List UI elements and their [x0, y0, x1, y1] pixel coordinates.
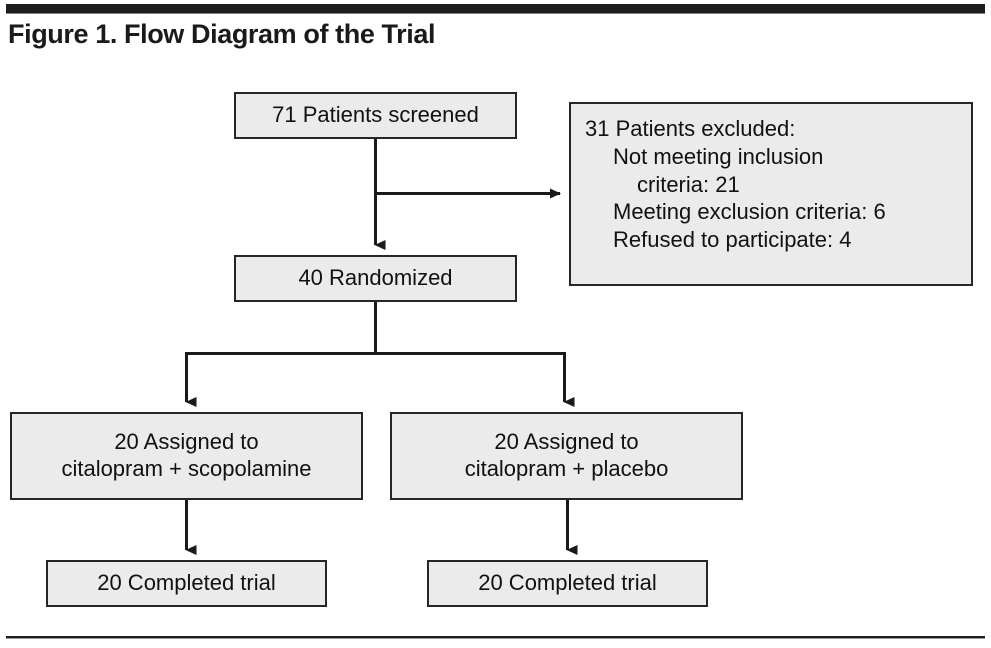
node-randomized: 40 Randomized [234, 255, 517, 302]
completed-right-label: 20 Completed trial [478, 570, 657, 596]
node-assigned-placebo: 20 Assigned to citalopram + placebo [390, 412, 743, 500]
excluded-reason-1-line-2: criteria: 21 [637, 171, 740, 197]
node-completed-trial-left: 20 Completed trial [46, 560, 327, 607]
node-patients-screened: 71 Patients screened [234, 92, 517, 139]
top-rule [6, 4, 985, 14]
completed-left-label: 20 Completed trial [97, 570, 276, 596]
node-screened-label: 71 Patients screened [272, 102, 479, 128]
excluded-reason-2: Meeting exclusion criteria: 6 [613, 199, 886, 225]
assigned-left-line-2: citalopram + scopolamine [61, 456, 312, 481]
excluded-reason-3: Refused to participate: 4 [613, 227, 852, 253]
node-randomized-label: 40 Randomized [298, 265, 453, 291]
node-completed-trial-right: 20 Completed trial [427, 560, 708, 607]
excluded-reason-1-line-1: Not meeting inclusion [613, 143, 824, 169]
node-patients-excluded: 31 Patients excluded: Not meeting inclus… [569, 102, 973, 286]
assigned-right-line-2: citalopram + placebo [464, 456, 669, 481]
bottom-rule [6, 636, 985, 639]
excluded-heading: 31 Patients excluded: [585, 116, 796, 141]
node-assigned-scopolamine: 20 Assigned to citalopram + scopolamine [10, 412, 363, 500]
assigned-right-line-1: 20 Assigned to [494, 429, 639, 455]
figure-title: Figure 1. Flow Diagram of the Trial [8, 19, 436, 49]
assigned-left-line-1: 20 Assigned to [114, 429, 259, 455]
